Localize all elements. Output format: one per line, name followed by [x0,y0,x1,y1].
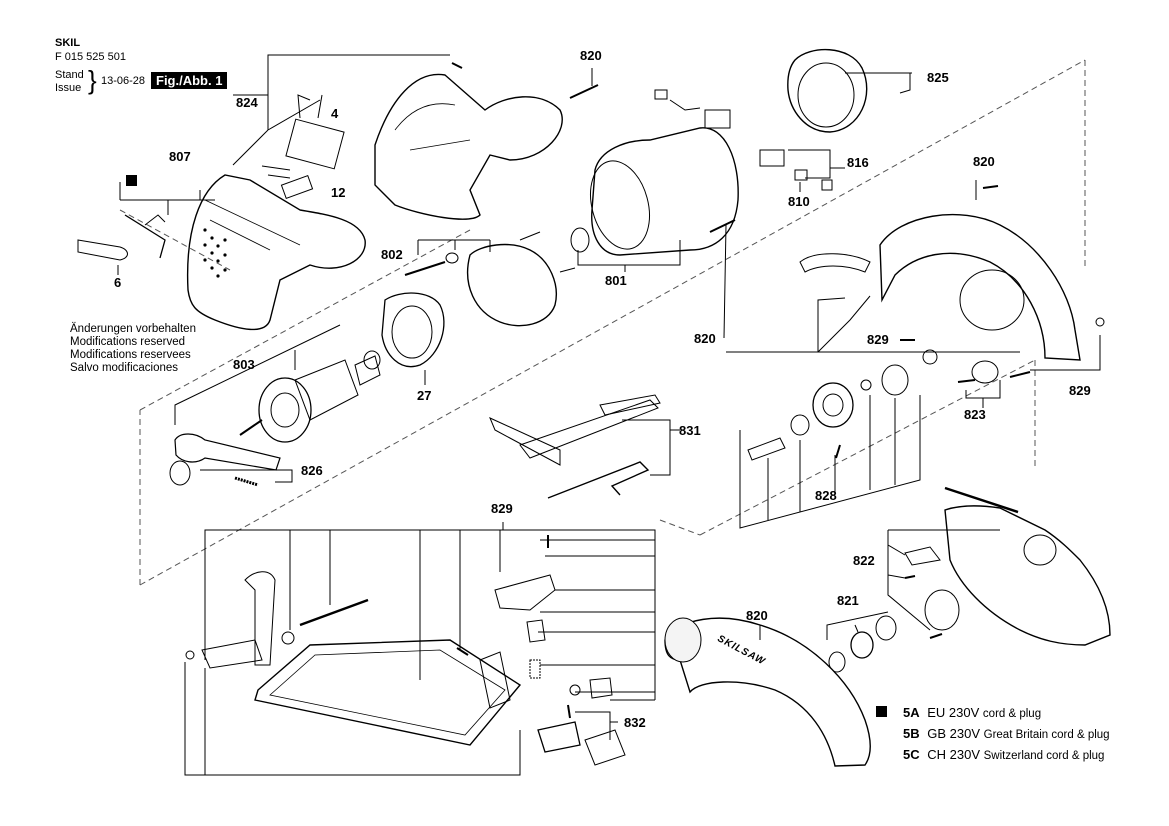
label-823: 823 [964,407,986,422]
label-803: 803 [233,357,255,372]
label-820-screw: 820 [580,48,602,63]
label-820-guard-screw: 820 [973,154,995,169]
legend-desc: cord & plug [982,708,1042,720]
label-822: 822 [853,553,875,568]
label-829-base: 829 [491,501,513,516]
part-number: F 015 525 501 [55,51,126,63]
legend-row-5c: 5C CH 230V Switzerland cord & plug [876,745,1110,766]
label-810: 810 [788,194,810,209]
label-801: 801 [605,273,627,288]
label-825: 825 [927,70,949,85]
legend-code: 5A [903,705,920,720]
label-820-guard: 820 [694,331,716,346]
note-fr: Modifications reservees [70,349,191,361]
label-826: 826 [301,463,323,478]
label-12: 12 [331,185,346,200]
label-6: 6 [114,275,122,290]
label-821: 821 [837,593,859,608]
label-831: 831 [679,423,701,438]
label-824: 824 [236,95,258,110]
legend-desc: Switzerland cord & plug [983,750,1105,762]
legend-code: 5B [903,726,920,741]
legend-voltage: CH 230V [927,747,980,762]
legend-code: 5C [903,747,920,762]
figure-label: Fig./Abb. 1 [151,72,228,89]
legend-voltage: GB 230V [927,726,981,741]
label-828: 828 [815,488,837,503]
label-5a-marker [126,173,137,191]
label-820-upper: 820 [746,608,768,623]
legend-row-5a: 5A EU 230V cord & plug [876,703,1110,724]
label-829-nut: 829 [1069,383,1091,398]
notes: Änderungen vorbehalten Modifications res… [70,323,196,375]
issue-label: Issue [55,82,82,94]
label-27: 27 [417,388,432,403]
brace: } [88,65,97,95]
brand-name: SKIL [55,37,81,49]
assembly-guides [119,59,1086,586]
label-4: 4 [331,106,339,121]
label-829-pin: 829 [867,332,889,347]
note-de: Änderungen vorbehalten [70,323,196,335]
legend-desc: Great Britain cord & plug [983,729,1110,741]
cord-legend: 5A EU 230V cord & plug 5B GB 230V Great … [876,703,1110,766]
note-en: Modifications reserved [70,336,186,348]
square-marker-icon [876,706,887,717]
label-832: 832 [624,715,646,730]
stand-label: Stand [55,69,84,81]
label-816: 816 [847,155,869,170]
legend-row-5b: 5B GB 230V Great Britain cord & plug [876,724,1110,745]
label-802: 802 [381,247,403,262]
label-807: 807 [169,149,191,164]
issue-date: 13-06-28 [101,75,146,87]
square-marker-icon [126,175,137,186]
legend-voltage: EU 230V [927,705,980,720]
note-es: Salvo modificaciones [70,362,179,374]
